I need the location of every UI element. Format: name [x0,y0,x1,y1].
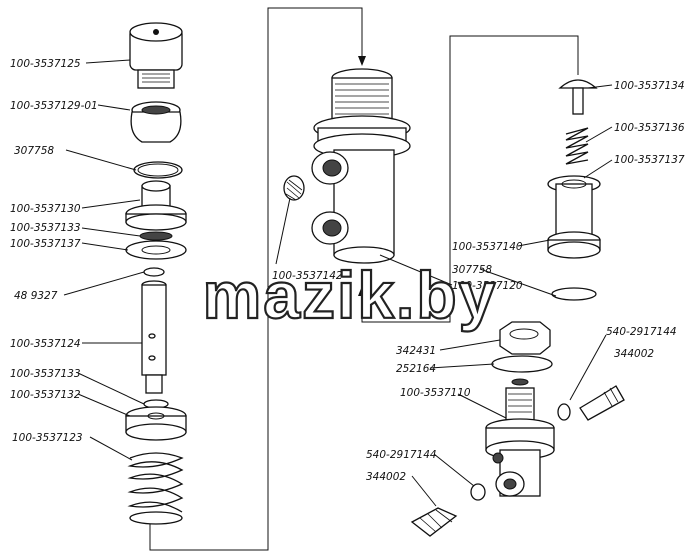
label-ring-left: 307758 [14,145,54,157]
label-washer-1: 100-3537137 [10,238,81,250]
label-cap: 100-3537125 [10,58,81,70]
label-nut: 342431 [396,345,436,357]
label-cup: 100-3537140 [452,241,523,253]
label-fitting-lower: 344002 [366,471,406,483]
assembly-route-lines [149,7,579,551]
label-spring-right: 100-3537136 [614,122,685,134]
label-valve-body: 100-3537110 [400,387,471,399]
sleeve-part [547,175,601,259]
fitting-upper-part [557,385,625,421]
retaining-ring-right [551,287,597,301]
leader-lines [63,59,613,507]
label-valve: 100-3537134 [614,80,685,92]
label-washer-2: 100-3537132 [10,389,81,401]
part-labels: 100-3537125 100-3537129-01 307758 100-35… [10,58,685,483]
label-sleeve: 100-3537137 [614,154,685,166]
o-ring-left [143,267,165,277]
stem-part [141,280,167,394]
nut-washer-part [491,321,553,386]
watermark-text: mazik.by [203,258,498,332]
spring-right-part [565,127,589,165]
label-seal-lower: 540-2917144 [366,449,437,461]
label-seal-upper: 540-2917144 [606,326,677,338]
fitting-lower-part [410,483,486,537]
spring-left-part [127,452,184,525]
label-body: 100-3537120 [452,280,523,292]
seal-washer-stack-left [125,231,187,260]
label-spring-left: 100-3537123 [12,432,83,444]
cap-part [129,22,183,89]
label-ring-right: 307758 [452,264,492,276]
label-washer-right: 252164 [396,363,436,375]
label-filter: 100-3537142 [272,270,343,282]
label-fitting-upper: 344002 [614,348,654,360]
label-seal-2: 100-3537133 [10,368,81,380]
label-seal-1: 100-3537133 [10,222,81,234]
retaining-ring-left [133,161,183,179]
seat-left-part [125,180,187,231]
valve-part [558,79,598,115]
housing-left-part [130,101,182,143]
label-housing-left: 100-3537129-01 [10,100,98,112]
filter-part [283,175,305,201]
valve-body-part [485,387,555,497]
label-seat-left: 100-3537130 [10,203,81,215]
seal-washer-lower-left [125,399,187,441]
label-oring-left: 48 9327 [14,290,58,302]
main-body-part [311,68,411,264]
label-stem: 100-3537124 [10,338,81,350]
